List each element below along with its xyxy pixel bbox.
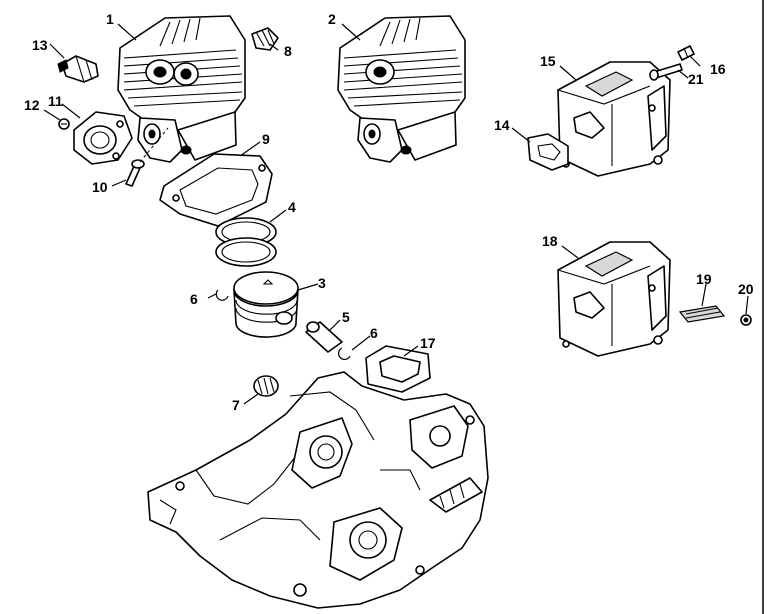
callout-11: 11 [48,93,63,109]
spark-arrestor-19[interactable] [678,305,726,323]
leader-lines [43,23,749,405]
callout-labels: 1 2 3 4 5 6 6 7 8 9 10 11 12 13 14 15 16… [24,11,754,413]
stud-16[interactable] [677,45,695,61]
callout-13: 13 [32,37,48,53]
gasket-9[interactable] [159,153,273,227]
nut-20[interactable] [740,314,752,326]
cylinder-1[interactable] [117,15,246,163]
callout-6-upper: 6 [190,291,198,307]
filter-pad-17[interactable] [365,345,431,393]
decompression-valve-13[interactable] [57,55,99,83]
callout-20: 20 [738,281,754,297]
muffler-15[interactable] [557,61,671,177]
circlip-6-upper[interactable] [215,289,229,301]
bolt-10[interactable] [125,127,169,187]
piston-3[interactable] [233,271,299,338]
callout-7: 7 [232,397,240,413]
muffler-18[interactable] [557,241,671,357]
crankcase [147,371,489,609]
callout-17: 17 [420,335,436,351]
callout-19: 19 [696,271,712,287]
piston-rings-4[interactable] [215,217,277,267]
callout-2: 2 [328,11,336,27]
intake-manifold-11[interactable] [73,111,133,165]
callout-1: 1 [106,11,114,27]
callout-5: 5 [342,309,350,325]
callout-14: 14 [494,117,510,133]
callout-4: 4 [288,199,296,215]
callout-18: 18 [542,233,558,249]
screw-21[interactable] [649,63,683,81]
piston-pin-5[interactable] [305,321,343,353]
callout-10: 10 [92,179,108,195]
callout-16: 16 [710,61,726,77]
circlip-6-lower[interactable] [338,347,351,360]
callout-15: 15 [540,53,556,69]
cylinder-2[interactable] [337,15,466,163]
screw-12[interactable] [58,118,70,130]
muffler-gasket-14[interactable] [527,133,569,171]
callout-21: 21 [688,71,704,87]
needle-bearing-7[interactable] [253,375,279,397]
callout-12: 12 [24,97,40,113]
callout-9: 9 [262,131,270,147]
callout-8: 8 [284,43,292,59]
callout-6-lower: 6 [370,325,378,341]
callout-3: 3 [318,275,326,291]
